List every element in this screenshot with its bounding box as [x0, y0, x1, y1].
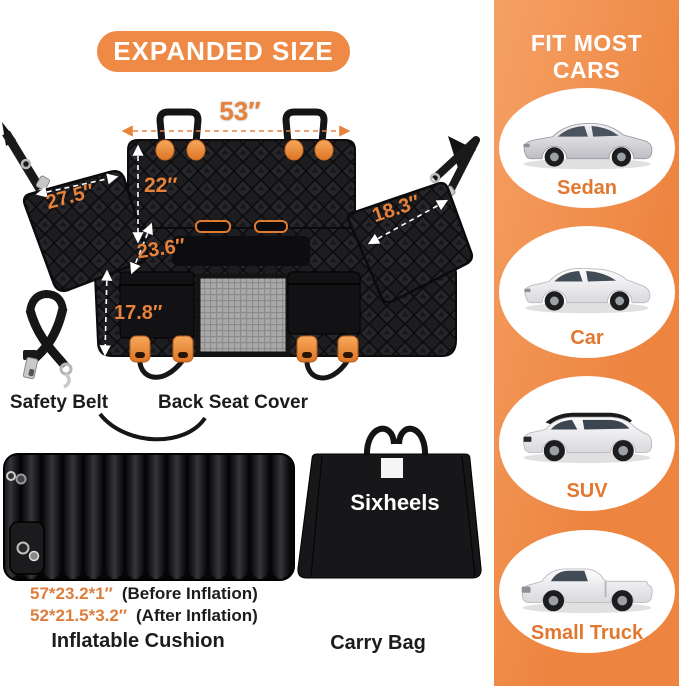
dim-top-width: 53″ [219, 96, 261, 126]
safety-belt-illustration [22, 289, 73, 389]
air-valve [6, 471, 16, 481]
expanded-size-badge: EXPANDED SIZE [97, 31, 350, 72]
cushion-size-before: 57*23.2*1″(Before Inflation) [30, 584, 258, 603]
bag-tag [381, 458, 403, 478]
carry-bag-label: Carry Bag [330, 632, 426, 654]
cushion-size-after: 52*21.5*3.2″(After Inflation) [30, 606, 258, 625]
strap-slit [254, 220, 288, 233]
car-card-pickup: Small Truck [499, 530, 675, 653]
car-label: Small Truck [530, 622, 644, 644]
left-pocket [119, 271, 195, 339]
bag-brand: Sixheels [350, 490, 440, 515]
seat-anchor-buckles [98, 335, 359, 442]
back-seat-cover-illustration [2, 108, 480, 442]
hatchback-photo [524, 267, 651, 314]
air-valve [15, 473, 27, 485]
bag-handle [396, 425, 429, 459]
air-valve [28, 550, 40, 562]
fit-most-cars-panel: FIT MOST CARS Sedan Car [494, 0, 679, 686]
inflatable-cushion-label: Inflatable Cushion [51, 630, 225, 652]
car-label: SUV [566, 480, 608, 502]
safety-belt-label: Safety Belt [9, 392, 109, 413]
inflatable-cushion-illustration [3, 453, 295, 581]
air-valve [16, 541, 30, 555]
car-card-hatchback: Car [499, 226, 675, 358]
bag-handle [363, 425, 397, 459]
sidebar-title: FIT MOST CARS [530, 30, 643, 83]
strap-slit [195, 220, 231, 233]
car-label: Car [570, 327, 604, 349]
suv-photo [523, 412, 653, 464]
left-headrest-strap [2, 122, 51, 192]
car-card-suv: SUV [499, 376, 675, 511]
car-label: Sedan [556, 177, 618, 199]
back-seat-cover-label: Back Seat Cover [158, 392, 308, 413]
car-card-sedan: Sedan [499, 88, 675, 208]
right-pocket [287, 271, 361, 335]
dim-backrest-height: 22″ [144, 174, 178, 197]
dimension-lines [35, 125, 449, 357]
mesh-window [195, 273, 291, 357]
headrest-buckles [155, 108, 334, 161]
dim-front-height: 17.8″ [114, 302, 163, 324]
carry-bag-illustration [297, 425, 482, 579]
sedan-photo [523, 122, 653, 170]
pickup-truck-photo [521, 568, 653, 614]
